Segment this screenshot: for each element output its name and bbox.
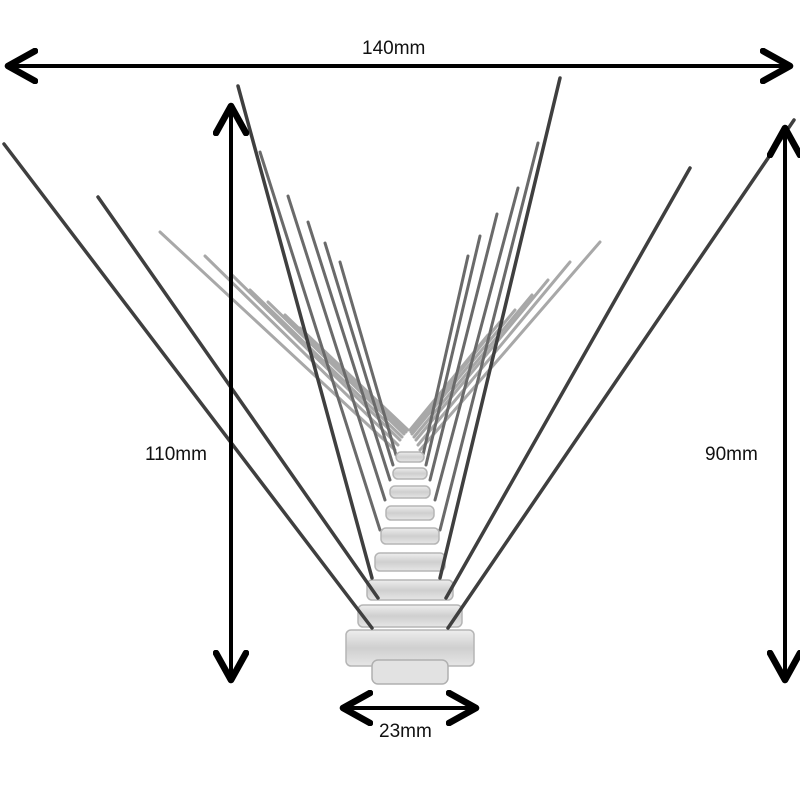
spikes-back-group bbox=[158, 141, 602, 532]
overall-height-label: 110mm bbox=[145, 444, 207, 465]
base-segment bbox=[357, 604, 463, 628]
spike-base bbox=[345, 451, 475, 685]
spikes-front-group bbox=[2, 76, 796, 630]
spike-front-3 bbox=[438, 76, 562, 580]
spike-mid-5 bbox=[438, 141, 540, 532]
spike-mid-6 bbox=[433, 186, 520, 502]
spike-height-label: 90mm bbox=[705, 444, 758, 465]
base-segment bbox=[389, 485, 431, 499]
spike-front-1 bbox=[96, 195, 380, 600]
spike-mid-8 bbox=[424, 234, 482, 467]
spike-mid-7 bbox=[428, 212, 499, 482]
spike-front-0 bbox=[2, 142, 374, 630]
spike-mid-1 bbox=[286, 194, 387, 502]
overall-width-label: 140mm bbox=[362, 38, 426, 59]
spike-back-left-6 bbox=[298, 326, 410, 432]
spike-back-left-0 bbox=[158, 230, 397, 452]
base-segment bbox=[380, 527, 440, 545]
spike-mid-9 bbox=[421, 254, 470, 457]
spike-back-left-2 bbox=[230, 273, 402, 442]
base-segment bbox=[366, 579, 454, 601]
base-segment bbox=[392, 467, 428, 480]
spike-front-2 bbox=[236, 84, 374, 580]
spike-front-5 bbox=[446, 118, 796, 630]
spike-mid-3 bbox=[323, 241, 395, 467]
base-foot bbox=[371, 659, 449, 685]
spike-back-right-0 bbox=[418, 240, 602, 452]
base-segment bbox=[374, 552, 446, 572]
spike-mid-2 bbox=[306, 220, 392, 482]
spike-mid-0 bbox=[258, 150, 382, 532]
base-segment bbox=[385, 505, 435, 521]
base-segment bbox=[395, 451, 425, 463]
spike-front-4 bbox=[444, 166, 692, 600]
spike-back-left-4 bbox=[266, 300, 406, 436]
spike-mid-4 bbox=[338, 260, 398, 457]
base-width-label: 23mm bbox=[379, 721, 432, 742]
